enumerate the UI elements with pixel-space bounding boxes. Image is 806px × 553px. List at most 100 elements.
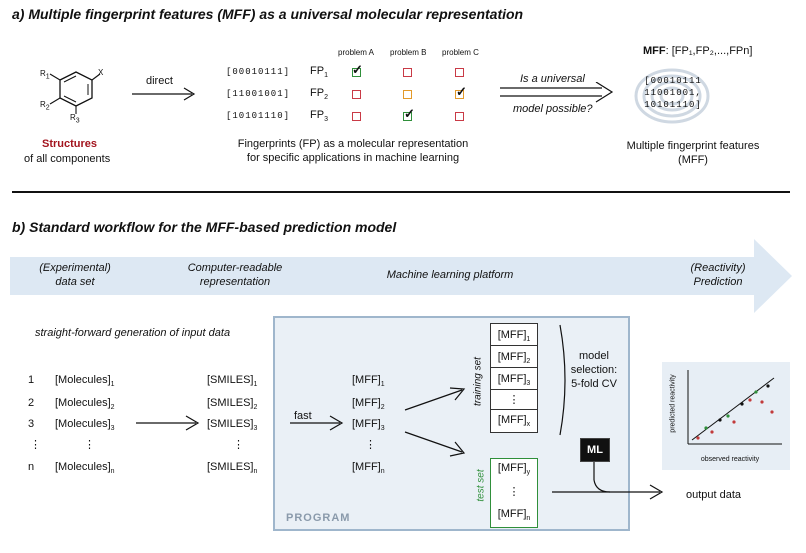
plot-xlabel: observed reactivity [700, 456, 760, 463]
fp2-bits: [11001001] [226, 89, 291, 99]
row-index: 1 [28, 374, 35, 386]
test-cell: ⋮ [508, 486, 520, 498]
row-index: 2 [28, 397, 35, 409]
banner-stage2-line1: Computer-readable [187, 262, 283, 274]
fp-caption-1: Fingerprints (FP) as a molecular represe… [237, 138, 469, 150]
benzene-structure [49, 71, 101, 114]
fp1-bits: [00010111] [226, 67, 291, 77]
test-set-box: [MFF]y ⋮ [MFF]n [490, 458, 538, 528]
fp-caption-2: for specific applications in machine lea… [246, 152, 460, 164]
program-box [273, 316, 630, 531]
checkbox-fp1-b [403, 68, 412, 77]
direct-arrow [132, 87, 196, 101]
plot-point [740, 402, 744, 406]
checkbox-fp2-c [455, 90, 464, 99]
test-cell: [MFF]y [497, 462, 531, 477]
mff-formula: MFF: [FP₁,FP₂,...,FPn] [643, 45, 753, 57]
section-divider [12, 191, 790, 193]
checkbox-fp3-c [455, 112, 464, 121]
training-cell: [MFF]3 [491, 368, 537, 390]
structures-title: Structures [42, 138, 98, 150]
molecules-item: [Molecules]2 [55, 397, 115, 412]
model-selection-2: selection: [570, 364, 618, 376]
mff-item: ⋮ [365, 439, 376, 451]
checkmark-icon: ✓ [352, 62, 363, 77]
workflow-banner [10, 239, 792, 313]
row-index: ⋮ [30, 439, 41, 451]
molecules-item: [Molecules]3 [55, 418, 115, 433]
mff-item: [MFF]2 [352, 397, 385, 412]
mff-bits-2: 11001001, [644, 88, 702, 98]
plot-point [704, 426, 708, 430]
fp3-bits: [10101110] [226, 111, 291, 121]
problem-a-label: problem A [338, 48, 375, 57]
checkbox-fp1-c [455, 68, 464, 77]
mff-bits-1: [00010111 [644, 76, 702, 86]
ml-badge: ML [580, 438, 610, 462]
banner-stage4-line2: Prediction [693, 276, 743, 288]
plot-point [754, 390, 758, 394]
mff-caption-2: (MFF) [678, 154, 708, 166]
smiles-item: [SMILES]3 [207, 418, 258, 433]
checkbox-fp1-a [352, 68, 361, 77]
x-label: X [98, 68, 104, 77]
problem-c-label: problem C [442, 48, 479, 57]
fp3-label: FP3 [310, 109, 328, 124]
plot-point [748, 398, 752, 402]
mff-item: [MFF]1 [352, 374, 385, 389]
scatter-plot-svg [687, 370, 782, 445]
direct-label: direct [146, 75, 173, 87]
mff-item: [MFF]n [352, 461, 385, 476]
plot-point [770, 410, 774, 414]
r2-label: R2 [40, 100, 50, 112]
input-caption: straight-forward generation of input dat… [35, 327, 231, 339]
test-set-label: test set [475, 469, 487, 502]
checkmark-icon: ✓ [404, 106, 415, 121]
fast-label: fast [294, 410, 312, 422]
plot-point [718, 418, 722, 422]
checkbox-fp2-a [352, 90, 361, 99]
row-index: 3 [28, 418, 35, 430]
plot-point [732, 420, 736, 424]
checkbox-fp3-b [403, 112, 412, 121]
model-selection-3: 5-fold CV [571, 378, 617, 390]
plot-point [710, 430, 714, 434]
training-set-label: training set [472, 357, 484, 406]
training-cell: [MFF]x [497, 414, 531, 429]
section-a-title: a) Multiple fingerprint features (MFF) a… [12, 6, 524, 22]
smiles-item: ⋮ [233, 439, 244, 451]
section-b-title: b) Standard workflow for the MFF-based p… [12, 219, 397, 235]
checkbox-fp2-b [403, 90, 412, 99]
fingerprint-pattern-icon [634, 68, 710, 124]
output-label: output data [686, 489, 742, 501]
question-arrow [500, 82, 614, 103]
plot-point [696, 436, 700, 440]
smiles-item: [SMILES]2 [207, 397, 258, 412]
training-set-box: [MFF]1 [MFF]2 [MFF]3 ⋮ [MFF]x [490, 323, 538, 433]
r3-label: R3 [70, 113, 80, 125]
smiles-item: [SMILES]1 [207, 374, 258, 389]
r1-label: R1 [40, 69, 50, 81]
training-cell: ⋮ [491, 390, 537, 410]
banner-stage4-line1: (Reactivity) [690, 262, 746, 274]
model-selection-1: model [579, 350, 609, 362]
question-1: Is a universal [520, 73, 585, 85]
checkbox-fp3-a [352, 112, 361, 121]
fp1-label: FP1 [310, 65, 328, 80]
checkmark-icon: ✓ [456, 84, 467, 99]
banner-stage3: Machine learning platform [386, 269, 514, 281]
plot-point [766, 384, 770, 388]
scatter-plot [662, 362, 790, 470]
molecules-item: [Molecules]n [55, 461, 115, 476]
question-2: model possible? [513, 103, 593, 115]
banner-stage1-line2: data set [55, 276, 95, 288]
mff-item: [MFF]3 [352, 418, 385, 433]
row-index: n [28, 461, 35, 473]
fp2-label: FP2 [310, 87, 328, 102]
program-label: PROGRAM [286, 512, 351, 524]
mff-caption-1: Multiple fingerprint features [626, 140, 760, 152]
molecules-item: [Molecules]1 [55, 374, 115, 389]
training-cell: [MFF]2 [491, 346, 537, 368]
banner-stage1-line1: (Experimental) [39, 262, 111, 274]
plot-ylabel: predicted reactivity [669, 374, 677, 433]
